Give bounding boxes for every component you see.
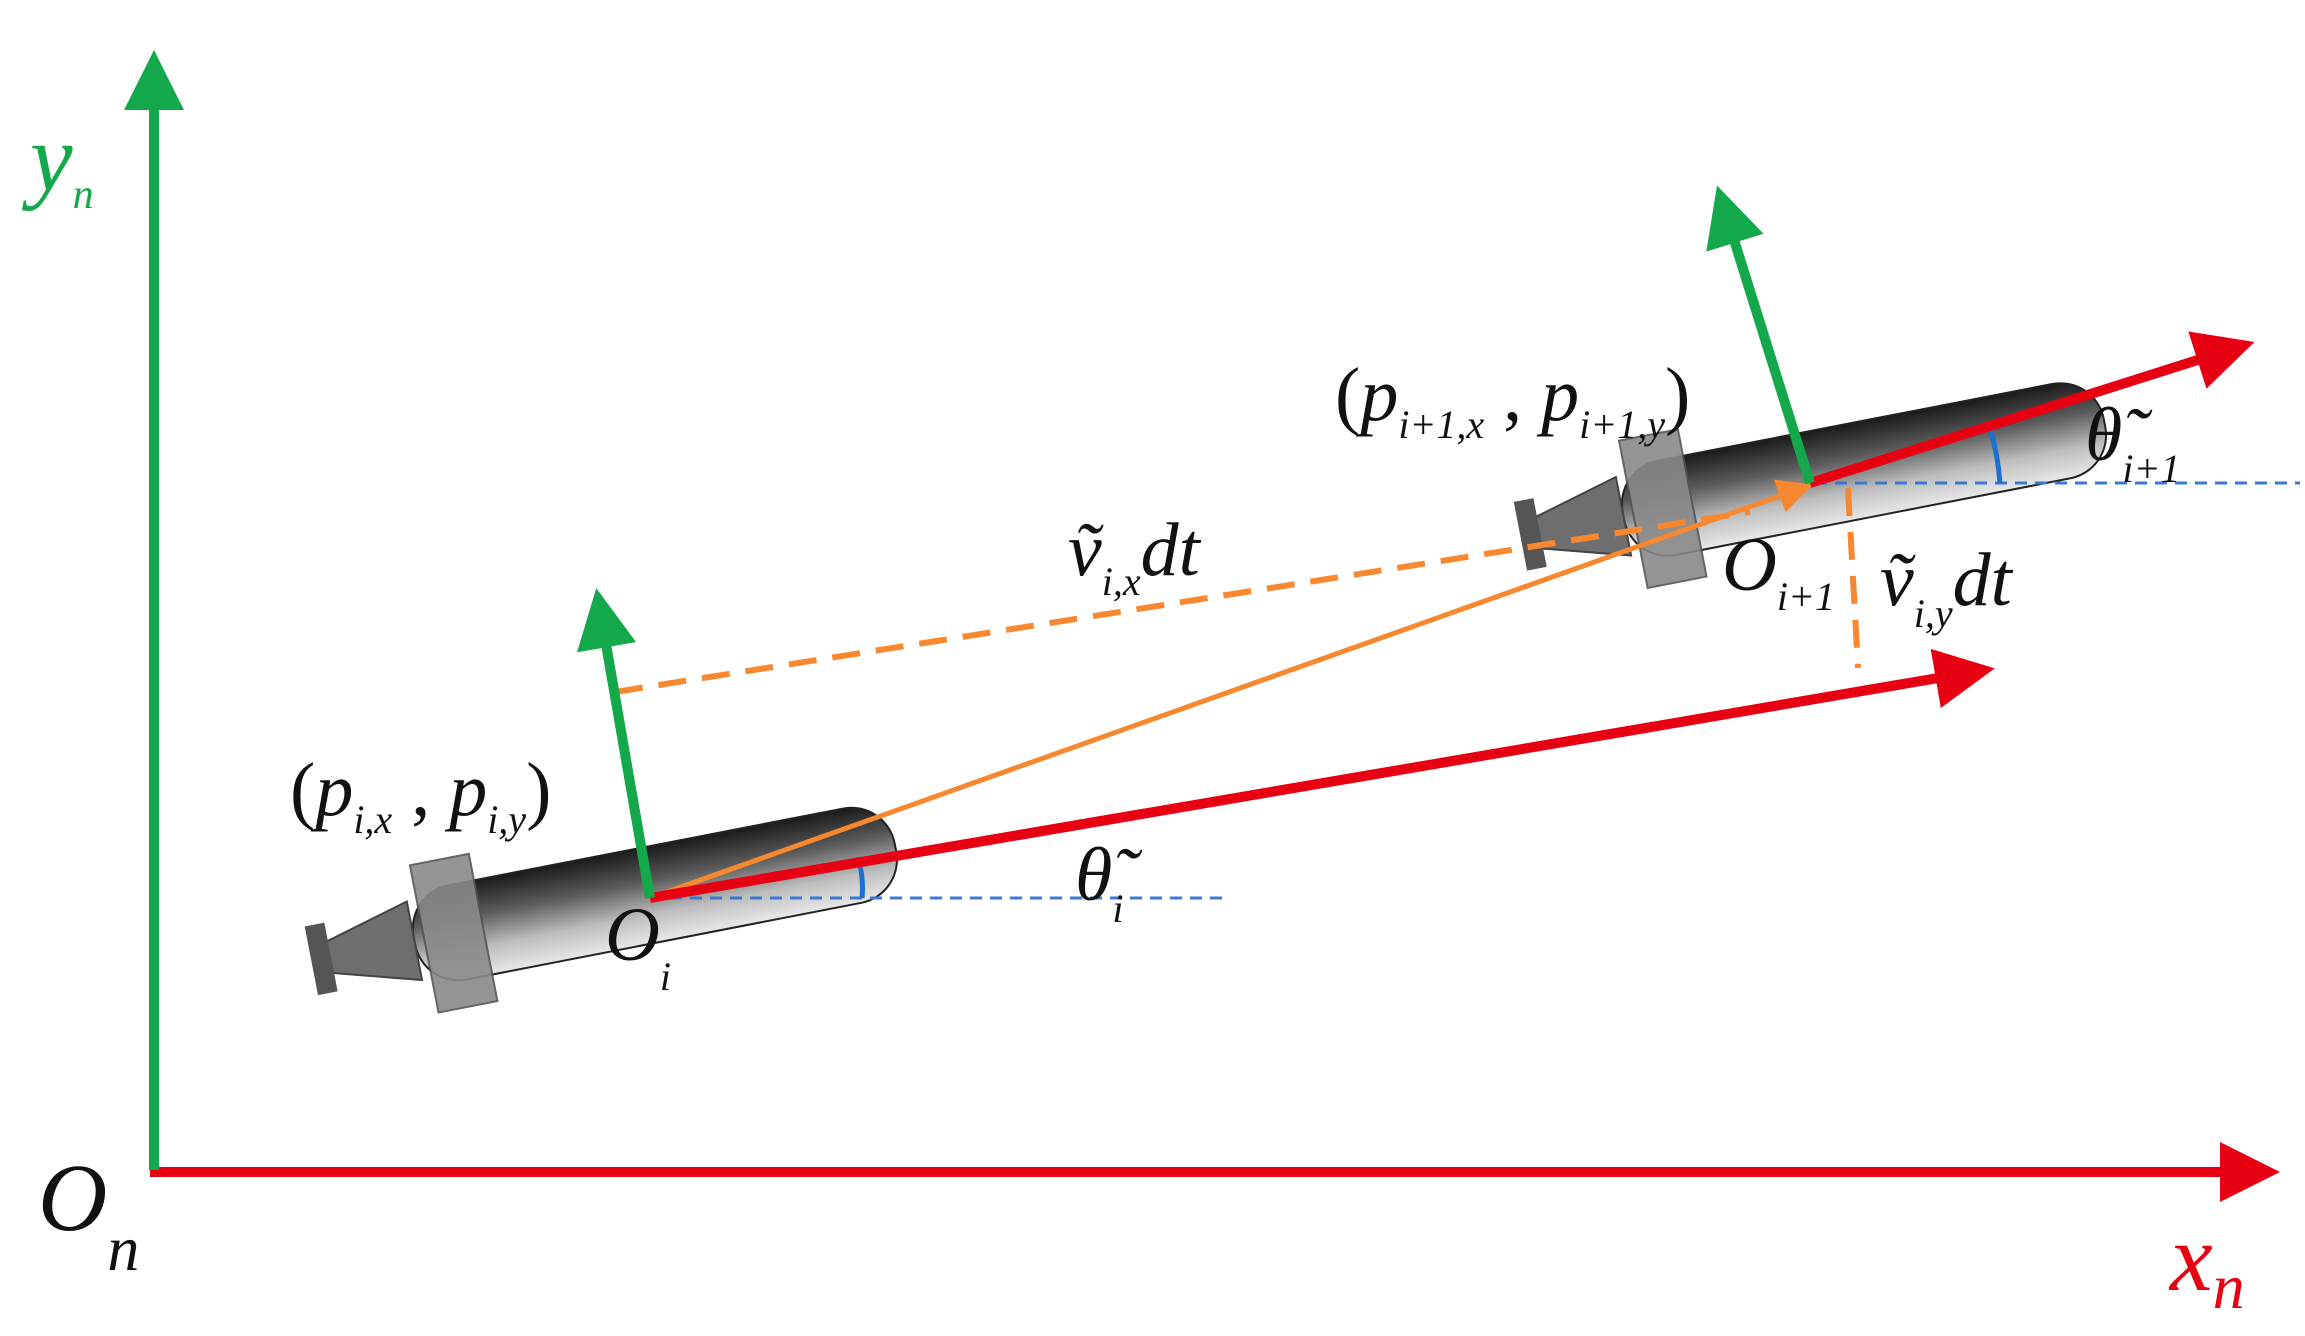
vy-dt-label: ṽi,ydt: [1880, 538, 2014, 636]
x-axis-label: xn: [2168, 1204, 2245, 1322]
vehicle-i-position-label: (pi,x , pi,y): [290, 748, 551, 842]
vehicle-i1-position-label: (pi+1,x , pi+1,y): [1335, 353, 1690, 447]
vx-dt-label: ṽi,xdt: [1068, 508, 1202, 604]
vy-dt-dashed: [1845, 487, 1861, 669]
vehicle-i-y-arrow: [576, 588, 655, 899]
vehicle-i-x-arrow: [649, 648, 1995, 903]
theta-i1-label: θ̃i+1: [2085, 393, 2180, 491]
vx-dt-dashed: [614, 509, 1751, 695]
vehicle-i1-x-arrow: [1808, 331, 2255, 488]
displacement-vector: [649, 479, 1813, 901]
theta-i-label: θ̃i: [1075, 833, 1143, 931]
angle-arc-i1: [1987, 427, 2003, 484]
vehicle-i-origin-label: Oi: [605, 893, 671, 999]
y-axis-label: yn: [21, 104, 94, 218]
vehicle-i1-y-arrow: [1706, 185, 1815, 485]
origin-label: On: [38, 1144, 139, 1284]
vehicle-i1-origin-label: Oi+1: [1722, 523, 1835, 619]
